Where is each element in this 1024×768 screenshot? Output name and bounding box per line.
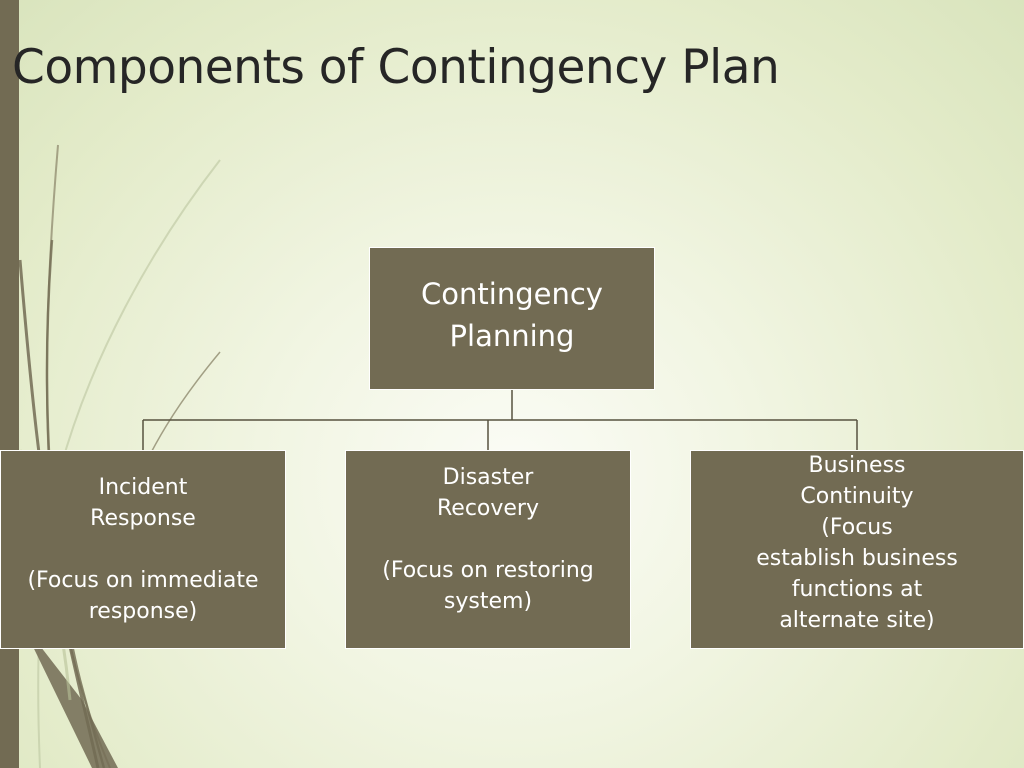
node-disaster-recovery-label: Disaster Recovery (Focus on restoring sy… (382, 465, 594, 614)
node-disaster-recovery: Disaster Recovery (Focus on restoring sy… (345, 450, 631, 649)
slide-title: Components of Contingency Plan (12, 40, 780, 95)
node-incident-response: Incident Response (Focus on immediate re… (0, 450, 286, 649)
node-contingency-planning: Contingency Planning (369, 247, 655, 390)
node-business-continuity: Business Continuity (Focus establish bus… (690, 450, 1024, 649)
node-incident-response-label: Incident Response (Focus on immediate re… (27, 475, 259, 624)
node-contingency-planning-label: Contingency Planning (421, 276, 603, 353)
node-business-continuity-label: Business Continuity (Focus establish bus… (756, 452, 958, 633)
